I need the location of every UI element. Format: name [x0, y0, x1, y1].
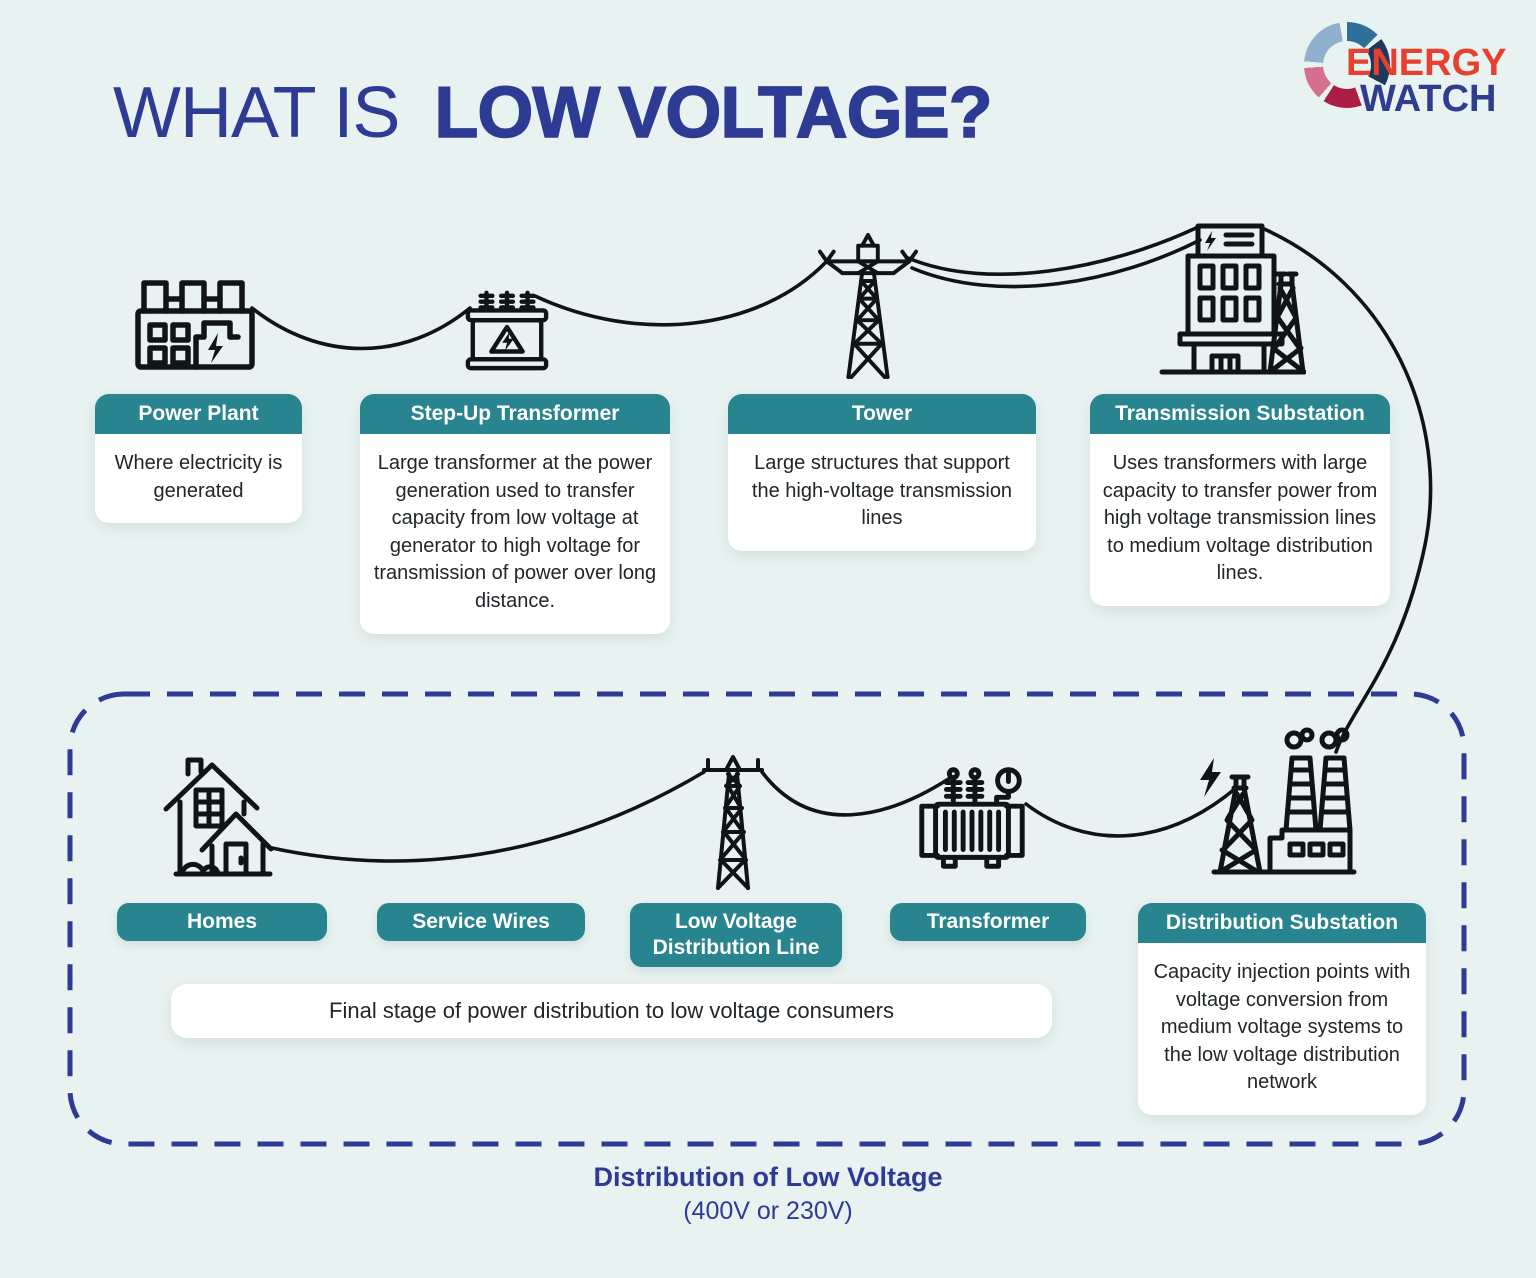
lv-distribution-line-icon [698, 750, 768, 892]
brand-logo: ENERGY WATCH [1300, 18, 1510, 130]
stage-card-step-up-transformer: Step-Up Transformer Large transformer at… [360, 394, 670, 634]
stage-card-distribution-substation: Distribution Substation Capacity injecti… [1138, 903, 1426, 1115]
footer-title: Distribution of Low Voltage [593, 1162, 943, 1192]
footer-subtitle: (400V or 230V) [683, 1197, 853, 1225]
wire-plant-to-stepup [250, 306, 472, 351]
stage-card-header: Transmission Substation [1090, 394, 1390, 434]
stage-card-header: Step-Up Transformer [360, 394, 670, 434]
homes-icon [160, 752, 280, 878]
stage-card-transmission-substation: Transmission Substation Uses transformer… [1090, 394, 1390, 606]
label-pill-lv-distribution-line: Low Voltage Distribution Line [630, 903, 842, 967]
label-pill-transformer: Transformer [890, 903, 1086, 941]
label-pill-service-wires: Service Wires [377, 903, 585, 941]
stage-card-description: Large transformer at the power generatio… [360, 434, 670, 634]
logo-watch-text: WATCH [1360, 78, 1497, 120]
wire-stepup-to-tower [533, 260, 828, 327]
page-title: WHAT IS LOW VOLTAGE? [113, 72, 994, 154]
power-plant-icon [130, 253, 260, 371]
bottom-caption: Final stage of power distribution to low… [171, 984, 1052, 1038]
step-up-transformer-icon [463, 283, 551, 377]
stage-card-description: Where electricity is generated [95, 434, 302, 524]
stage-card-header: Power Plant [95, 394, 302, 434]
stage-card-description: Uses transformers with large capacity to… [1090, 434, 1390, 606]
stage-card-header: Tower [728, 394, 1036, 434]
stage-card-power-plant: Power Plant Where electricity is generat… [95, 394, 302, 524]
page-title-regular: WHAT IS [113, 73, 400, 153]
transmission-substation-icon [1146, 220, 1306, 382]
stage-card-tower: Tower Large structures that support the … [728, 394, 1036, 551]
transmission-tower-icon [818, 230, 918, 382]
distribution-substation-icon [1190, 724, 1360, 876]
stage-card-description: Large structures that support the high-v… [728, 434, 1036, 551]
stage-card-description: Capacity injection points with voltage c… [1138, 943, 1426, 1115]
transformer-icon [908, 756, 1036, 878]
stage-card-header: Distribution Substation [1138, 903, 1426, 943]
footer: Distribution of Low Voltage (400V or 230… [0, 1162, 1536, 1226]
page-title-bold: LOW VOLTAGE? [434, 72, 994, 154]
wire-homes-to-pole [270, 770, 706, 863]
logo-energy-text: ENERGY [1346, 42, 1507, 84]
energy-watch-ring-icon [1304, 22, 1390, 108]
label-pill-homes: Homes [117, 903, 327, 941]
